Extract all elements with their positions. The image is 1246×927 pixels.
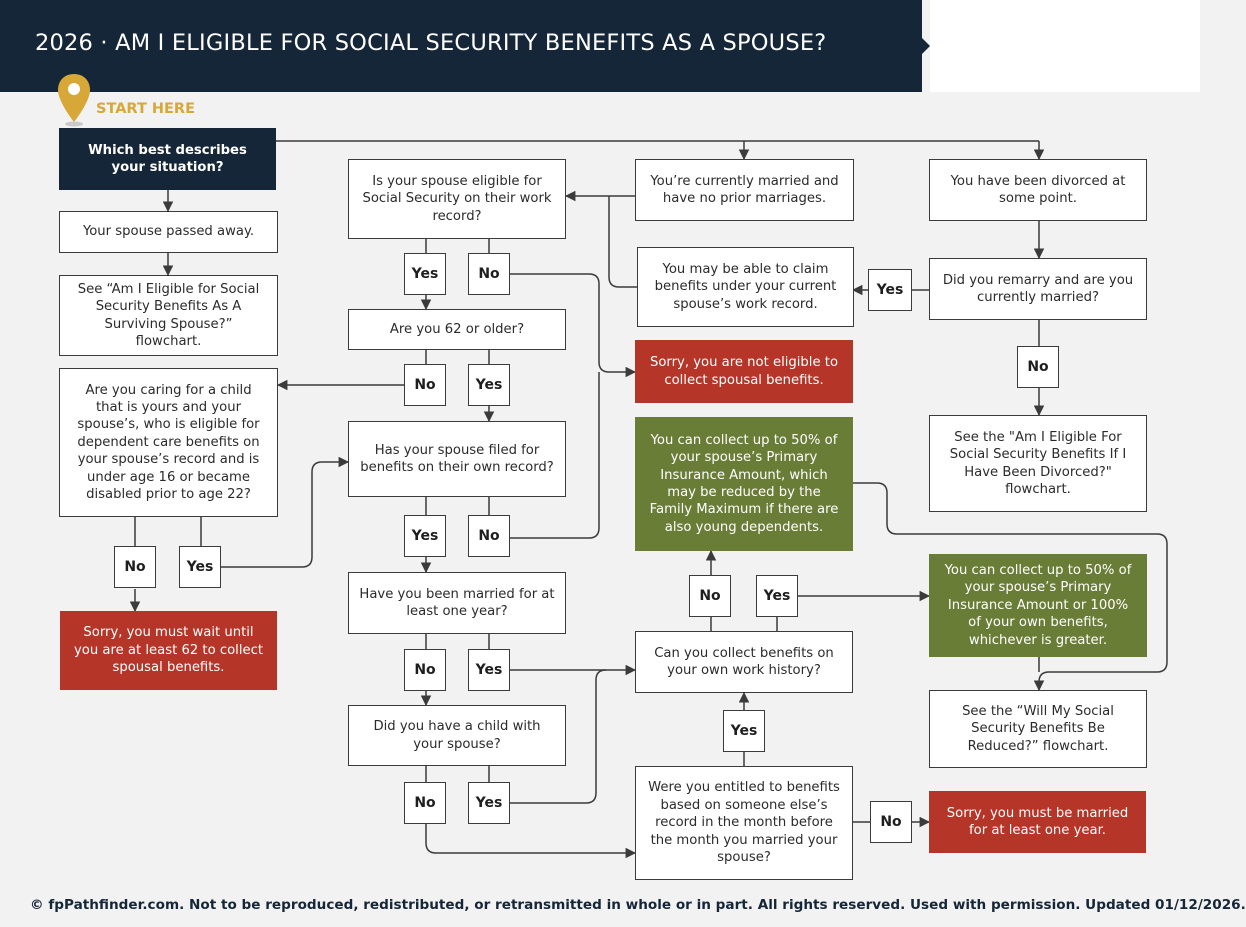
answer-no-age-62: No xyxy=(404,364,446,406)
collect-50-or-100-box: You can collect up to 50% of your spouse… xyxy=(929,554,1147,657)
answer-no-entitled-before: No xyxy=(870,801,912,843)
spouse-filed-question-box: Has your spouse filed for benefits on th… xyxy=(348,421,566,497)
answer-yes-child-with-spouse: Yes xyxy=(468,782,510,824)
must-be-married-one-year-box: Sorry, you must be married for at least … xyxy=(929,791,1146,853)
see-reduced-flowchart-box: See the “Will My Social Security Benefit… xyxy=(929,690,1147,768)
spouse-eligible-question-box: Is your spouse eligible for Social Secur… xyxy=(348,159,566,239)
may-claim-benefits-box: You may be able to claim benefits under … xyxy=(637,247,854,327)
married-one-year-question-box: Have you been married for at least one y… xyxy=(348,572,566,634)
answer-no-remarried: No xyxy=(1017,346,1059,388)
not-eligible-box: Sorry, you are not eligible to collect s… xyxy=(635,340,853,403)
header-notch xyxy=(922,38,930,54)
spouse-passed-away-box: Your spouse passed away. xyxy=(59,211,278,253)
start-here-label: START HERE xyxy=(96,101,195,117)
answer-no-collect-own: No xyxy=(689,575,731,617)
age-62-question-box: Are you 62 or older? xyxy=(348,309,566,350)
answer-no-married-one-year: No xyxy=(404,649,446,691)
start-question-box: Which best describes your situation? xyxy=(59,128,276,190)
see-divorced-flowchart-box: See the "Am I Eligible For Social Securi… xyxy=(929,415,1147,512)
answer-yes-entitled-before: Yes xyxy=(723,710,765,752)
collect-50-family-max-box: You can collect up to 50% of your spouse… xyxy=(635,417,853,551)
flow-connectors xyxy=(129,140,1168,859)
answer-yes-collect-own: Yes xyxy=(756,575,798,617)
child-with-spouse-question-box: Did you have a child with your spouse? xyxy=(348,705,566,766)
answer-yes-age-62: Yes xyxy=(468,364,510,406)
header-blank-area xyxy=(930,0,1200,92)
location-pin-icon xyxy=(58,74,90,127)
answer-yes-remarried: Yes xyxy=(868,269,912,311)
currently-married-box: You’re currently married and have no pri… xyxy=(635,159,854,221)
must-wait-until-62-box: Sorry, you must wait until you are at le… xyxy=(60,611,277,690)
answer-no-spouse-filed: No xyxy=(468,515,510,557)
collect-own-history-question-box: Can you collect benefits on your own wor… xyxy=(635,631,853,693)
copyright-footer: © fpPathfinder.com. Not to be reproduced… xyxy=(30,897,1246,913)
caring-for-child-question-box: Are you caring for a child that is yours… xyxy=(59,368,278,517)
answer-no-child-with-spouse: No xyxy=(404,782,446,824)
answer-no-caring-child: No xyxy=(114,546,156,588)
header-bar xyxy=(0,0,922,92)
entitled-before-marriage-question-box: Were you entitled to benefits based on s… xyxy=(635,766,853,880)
see-surviving-spouse-box: See “Am I Eligible for Social Security B… xyxy=(59,275,278,356)
answer-yes-married-one-year: Yes xyxy=(468,649,510,691)
answer-yes-caring-child: Yes xyxy=(179,546,221,588)
answer-yes-spouse-filed: Yes xyxy=(404,515,446,557)
answer-no-spouse-eligible: No xyxy=(468,253,510,295)
divorced-box: You have been divorced at some point. xyxy=(929,159,1147,221)
page-title: 2026 · AM I ELIGIBLE FOR SOCIAL SECURITY… xyxy=(35,30,827,56)
answer-yes-spouse-eligible: Yes xyxy=(404,253,446,295)
remarried-question-box: Did you remarry and are you currently ma… xyxy=(929,258,1147,320)
